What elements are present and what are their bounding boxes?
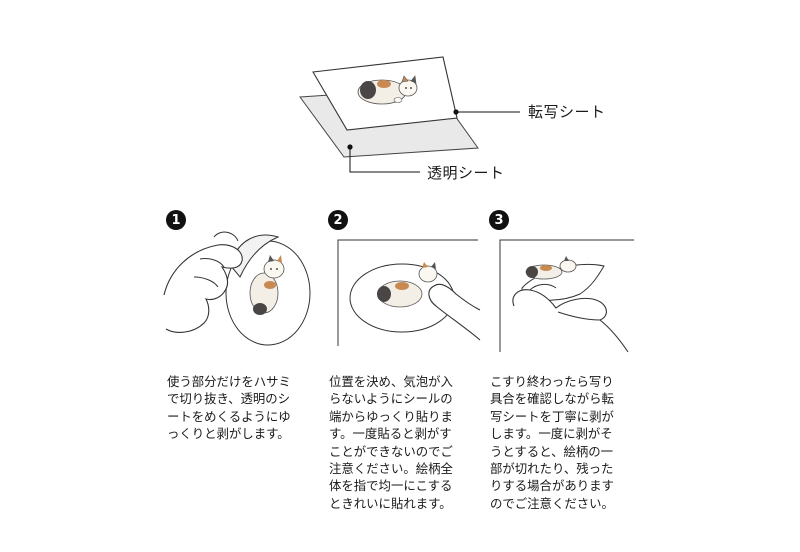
step-2-text: 位置を決め、気泡が入 らないようにシールの 端からゆっくり貼りま す。一度貼ると…	[329, 374, 453, 511]
step-3-illustration	[499, 239, 634, 353]
cat-illustration-top	[357, 75, 418, 105]
step-3-number: 3	[489, 210, 509, 230]
sheet-stack-illustration	[299, 56, 520, 173]
step-1-illustration	[163, 231, 311, 346]
cat-illustration-step1	[249, 255, 285, 315]
cat-illustration-step3	[525, 256, 577, 280]
step-3-text: こすり終わったら写り 具合を確認しながら転 写シートを丁寧に剥が します。一度に…	[490, 374, 614, 511]
hand-step1	[163, 244, 243, 333]
step-1-number: 1	[166, 210, 186, 230]
cat-illustration-step2	[377, 262, 438, 308]
finger-step2	[428, 283, 481, 341]
step-2-illustration	[337, 239, 481, 346]
fingers-step3	[512, 289, 629, 353]
clear-sheet-label: 透明シート	[427, 164, 505, 182]
step-2-number: 2	[328, 210, 348, 230]
step-1-text: 使う部分だけをハサミ で切り抜き、透明のシ ートをめくるようにゆ っくりと剥がし…	[167, 374, 291, 442]
transfer-sheet-label: 転写シート	[528, 103, 606, 121]
